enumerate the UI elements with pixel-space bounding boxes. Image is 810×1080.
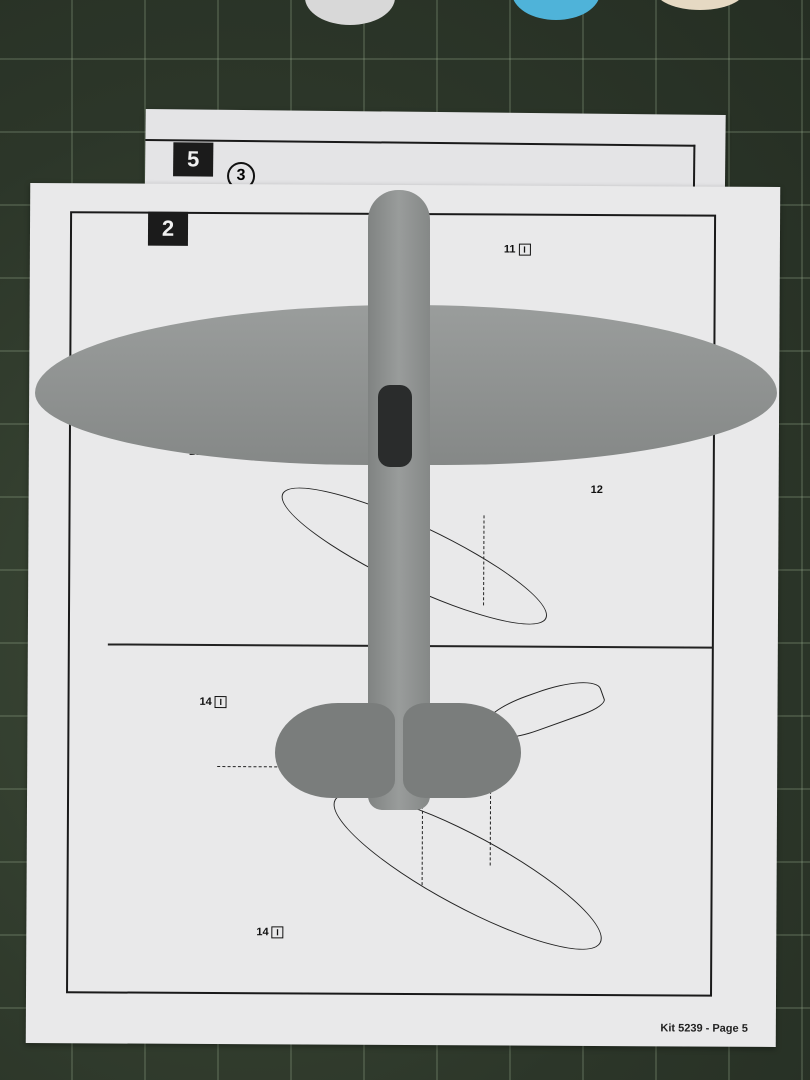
part-marker: I	[271, 926, 284, 939]
aircraft-tailplane-right	[403, 703, 521, 798]
part-number: 14	[199, 695, 212, 708]
callout-part-14-upper: 14 I	[199, 695, 227, 709]
paint-jar-cream	[655, 0, 745, 10]
step-badge: 2	[147, 211, 189, 246]
aircraft-tailplane-left	[275, 703, 395, 798]
part-number: 12	[590, 483, 603, 497]
callout-part-12: 12	[591, 484, 603, 496]
page-footer: Kit 5239 - Page 5	[660, 1022, 748, 1035]
part-marker: I	[518, 243, 531, 256]
cockpit-opening	[378, 385, 412, 467]
step-badge: 5	[173, 142, 214, 177]
part-marker: I	[214, 696, 227, 709]
part-number: 14	[256, 926, 269, 939]
paint-jar-blue	[512, 0, 600, 20]
part-number: 11	[503, 243, 516, 256]
callout-part-11: 11 I	[504, 244, 531, 256]
callout-part-14-lower: 14 I	[256, 926, 284, 939]
